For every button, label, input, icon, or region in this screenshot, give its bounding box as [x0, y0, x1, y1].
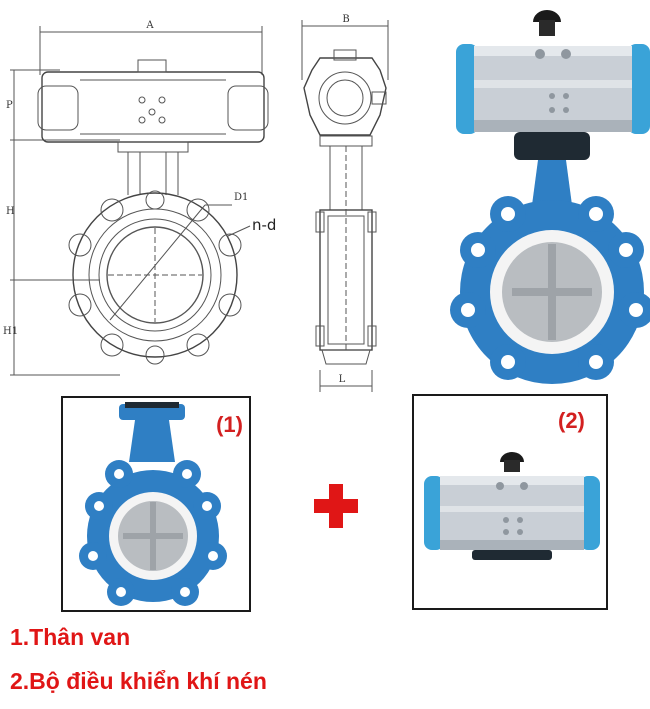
- valve-body-photo: [79, 402, 227, 606]
- dim-p-label: P: [6, 100, 13, 111]
- plus-icon: [314, 484, 358, 528]
- dim-d1-label: D1: [234, 192, 248, 203]
- legend-item-2: 2.Bộ điều khiển khí nén: [10, 668, 267, 694]
- assembled-valve-photo: [450, 10, 650, 384]
- side-view-drawing: B L: [301, 14, 389, 392]
- valve-body-photo-frame: (1): [61, 396, 251, 612]
- actuator-photo: [424, 452, 600, 560]
- dim-h-label: H: [6, 206, 15, 217]
- dim-a-label: A: [145, 20, 154, 31]
- front-view-drawing: A P H H1 D1 n-d: [3, 20, 276, 376]
- dim-h1-label: H1: [3, 326, 18, 337]
- callout-n-d: n-d: [252, 216, 276, 234]
- dim-l-label: L: [339, 374, 346, 385]
- dim-b-label: B: [342, 14, 349, 25]
- actuator-number-label: (2): [558, 408, 585, 433]
- legend-item-1: 1.Thân van: [10, 624, 131, 650]
- body-number-label: (1): [216, 412, 243, 437]
- actuator-photo-frame: (2): [412, 394, 608, 610]
